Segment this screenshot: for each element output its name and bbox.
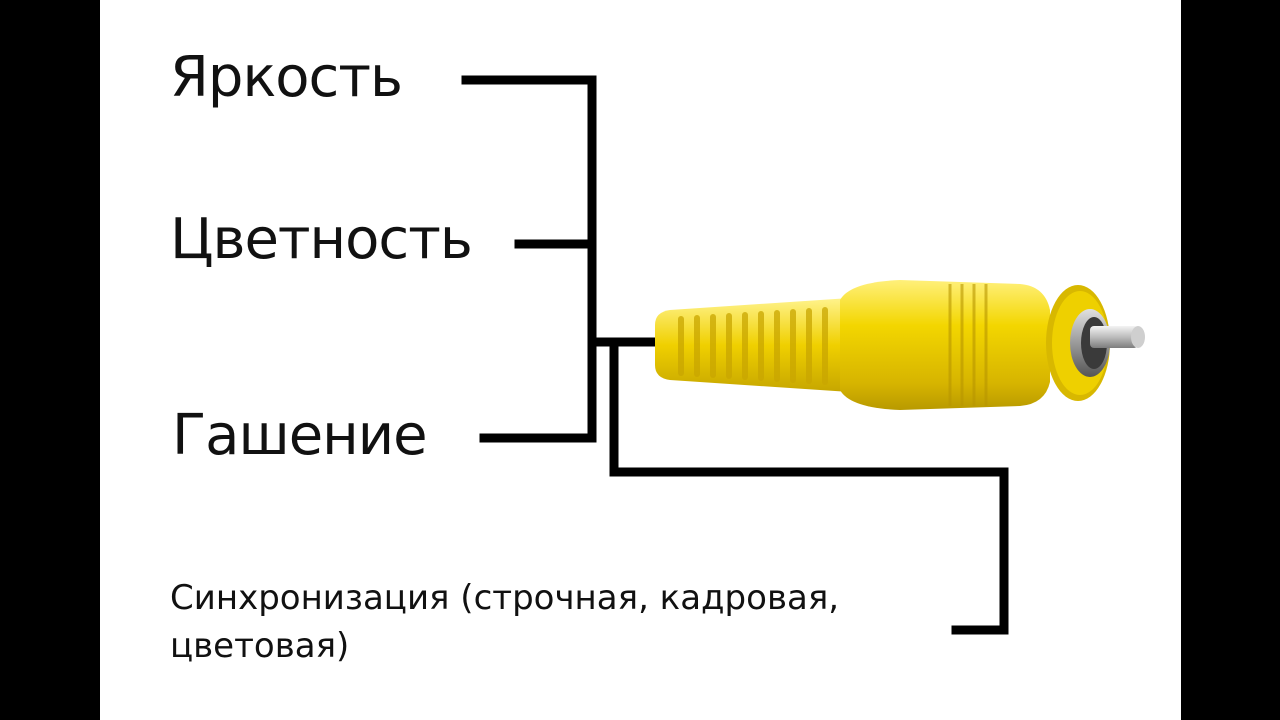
diagram-canvas: Яркость Цветность Гашение Синхронизация …: [100, 0, 1181, 720]
label-blanking: Гашение: [172, 403, 428, 468]
wire-brightness-blanking: [461, 75, 597, 443]
rca-plug-icon: [655, 280, 1145, 410]
label-brightness: Яркость: [170, 45, 403, 110]
label-chroma: Цветность: [170, 207, 473, 272]
wire-sync: [609, 337, 1009, 635]
connector-wires: [461, 75, 1009, 635]
label-sync: Синхронизация (строчная, кадровая, цвето…: [170, 578, 840, 666]
